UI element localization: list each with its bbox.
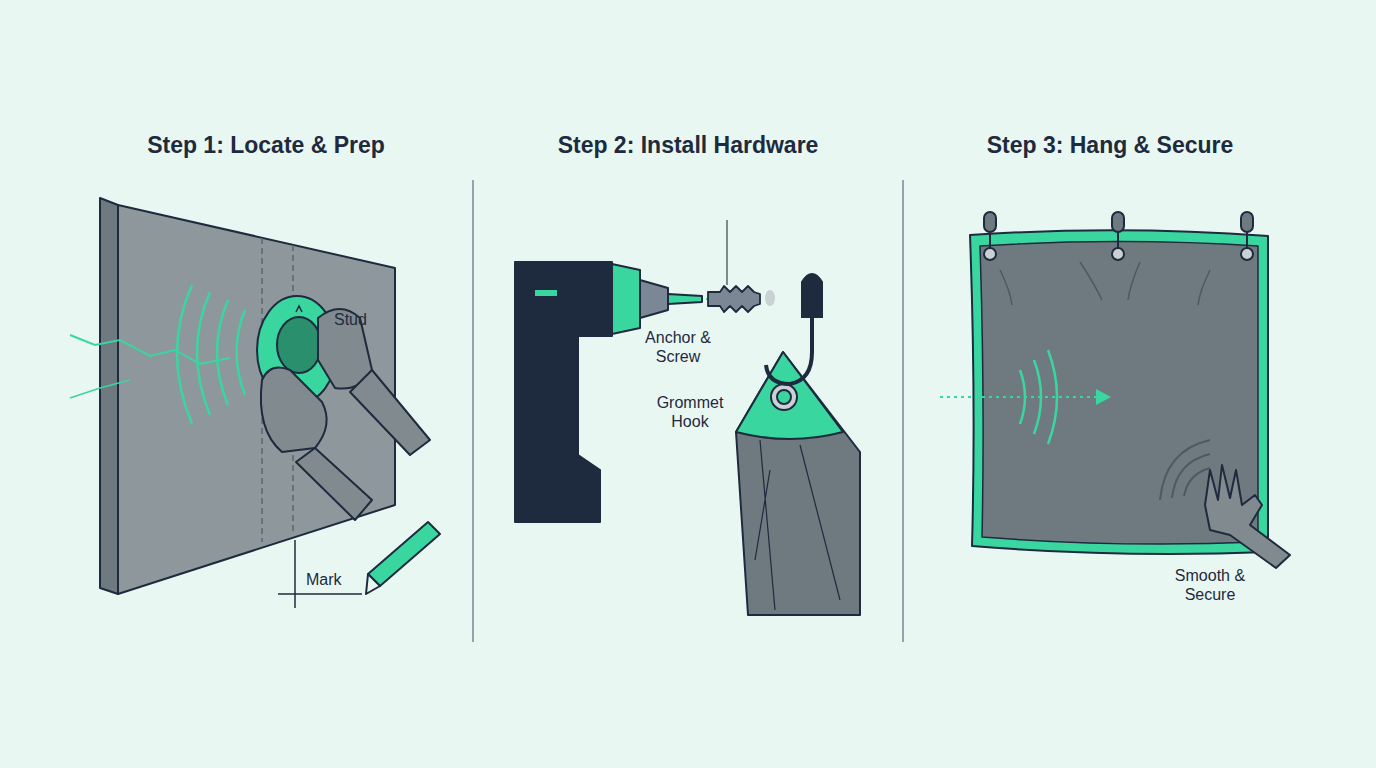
crack-line (70, 380, 130, 398)
curtain-hooks (984, 212, 1253, 260)
step-title: Step 1: Locate & Prep (147, 132, 385, 159)
crack-line (70, 335, 230, 364)
smooth-waves (1160, 440, 1210, 500)
part-label: Grommet Hook (640, 393, 740, 431)
part-label: Anchor & Screw (628, 328, 728, 366)
scan-waves (1020, 350, 1057, 444)
hook-wire (766, 318, 812, 384)
part-label: Mark (306, 570, 366, 589)
motion-arrow (940, 396, 1098, 398)
action-label: Smooth & Secure (1160, 566, 1260, 604)
wall-hook (802, 274, 822, 318)
part-label: Stud (334, 310, 394, 329)
drill (515, 262, 702, 522)
divider (472, 180, 474, 642)
fabric (736, 352, 860, 615)
divider (902, 180, 904, 642)
wall (100, 198, 395, 594)
scan-waves (177, 285, 245, 424)
arrow-head (1096, 389, 1111, 405)
step-title: Step 3: Hang & Secure (987, 132, 1234, 159)
hands (261, 309, 430, 520)
hole (765, 290, 775, 306)
wall-line (726, 220, 728, 285)
hand (1205, 465, 1290, 568)
step-title: Step 2: Install Hardware (558, 132, 819, 159)
anchor-screw (708, 286, 760, 312)
pencil (366, 522, 440, 594)
